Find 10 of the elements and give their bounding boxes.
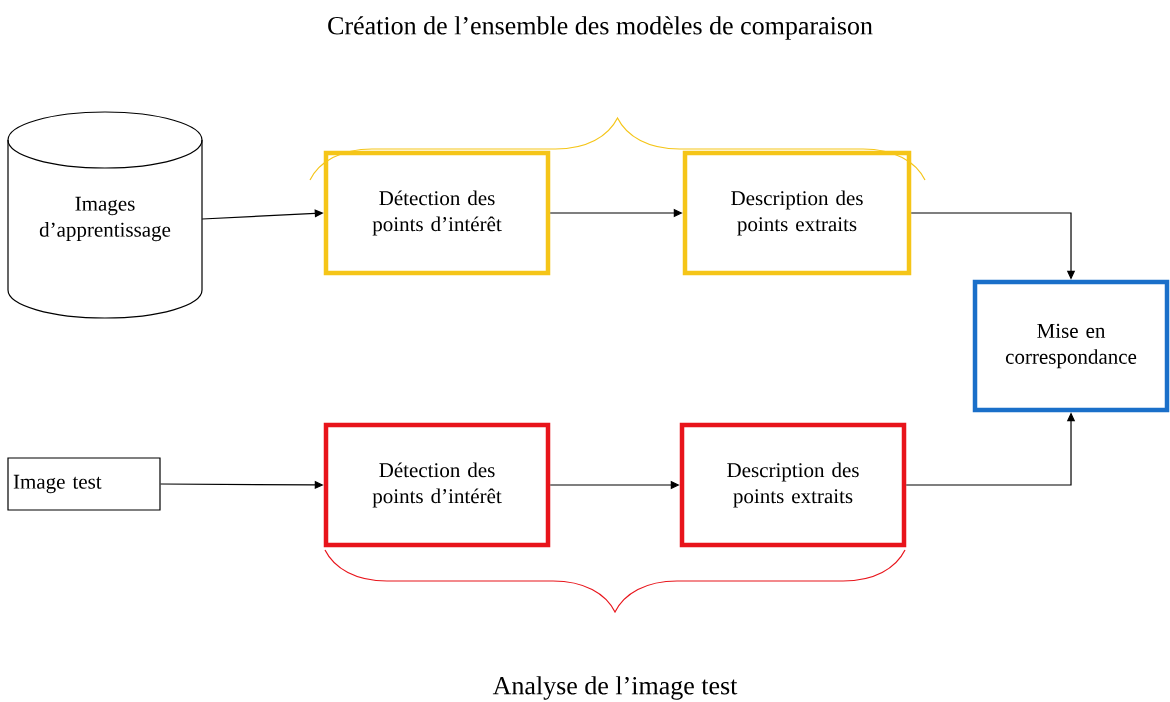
process-box: Détection des points d’intérêt xyxy=(323,422,551,548)
process-box: Détection des points d’intérêt xyxy=(323,150,551,276)
database-cylinder: Images d’apprentissage xyxy=(7,111,203,319)
input-box: Image test xyxy=(7,457,161,511)
brace-label: Création de l’ensemble des modèles de comparaison xyxy=(328,16,873,40)
process-box: Description des points extraits xyxy=(679,422,907,548)
process-box: Mise en correspondance xyxy=(972,279,1170,413)
brace-label: Analyse de l’image test xyxy=(492,676,738,700)
node-label: Images d’apprentissage xyxy=(39,196,171,242)
process-box: Description des points extraits xyxy=(682,150,912,276)
